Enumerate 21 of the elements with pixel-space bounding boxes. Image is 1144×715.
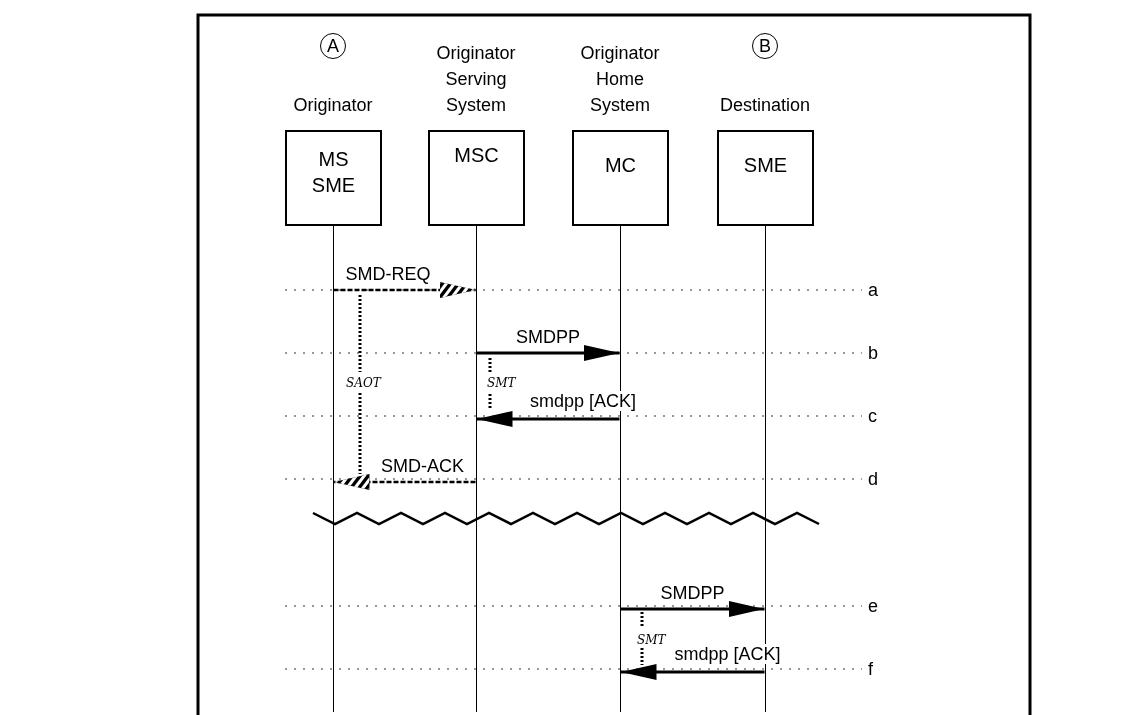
participant-box: MSC bbox=[428, 130, 525, 226]
arrow bbox=[620, 664, 765, 680]
arrow bbox=[620, 601, 765, 617]
timer-label: SAOT bbox=[346, 376, 381, 390]
timer-label: SMT bbox=[637, 633, 666, 647]
message-label: SMD-REQ bbox=[344, 264, 432, 284]
message-label: smdpp [ACK] bbox=[673, 644, 782, 664]
participant-heading: Originator bbox=[292, 94, 374, 117]
participant-heading: Originator Serving System bbox=[435, 42, 517, 117]
message-label: smdpp [ACK] bbox=[529, 391, 638, 411]
participant-box: MC bbox=[572, 130, 669, 226]
timer-label: SMT bbox=[487, 376, 516, 390]
arrow bbox=[333, 282, 476, 298]
participant-heading: Destination bbox=[718, 94, 812, 117]
participant-box: MS SME bbox=[285, 130, 382, 226]
participant-heading: Originator Home System bbox=[579, 42, 661, 117]
arrow bbox=[476, 411, 620, 427]
circle-marker: A bbox=[320, 33, 346, 59]
circle-marker: B bbox=[752, 33, 778, 59]
participant-box: SME bbox=[717, 130, 814, 226]
arrow bbox=[476, 345, 620, 361]
